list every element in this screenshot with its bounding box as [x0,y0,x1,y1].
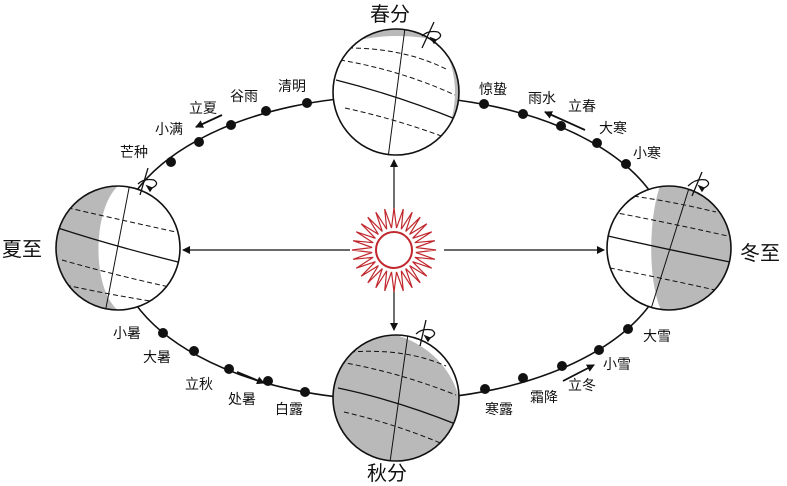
label-xiaoxue: 小雪 [603,357,631,373]
label-lixia: 立夏 [189,101,217,117]
label-yushui: 雨水 [528,91,556,107]
term-marker-xiaoxue [594,345,604,355]
term-marker-chushu [263,376,273,386]
earth-globe-winter-solstice [606,171,732,311]
label-summer-solstice: 夏至 [2,237,42,261]
term-marker-shuangjiang [518,373,528,383]
term-marker-jingzhe [479,99,489,109]
direction-arrow-icon [195,111,595,385]
label-guyu: 谷雨 [230,89,258,105]
solar-term-markers [158,98,633,397]
label-lidong: 立冬 [568,378,596,394]
term-marker-mangzhong [166,157,176,167]
label-qingming: 清明 [278,79,306,95]
term-marker-xiaoshu [158,328,168,338]
label-hanlu: 寒露 [485,401,513,418]
rotation-arrow-icon [137,167,158,196]
term-marker-lixia [226,120,236,130]
label-liqiu: 立秋 [185,377,213,393]
term-marker-lichun [556,121,566,131]
label-jingzhe: 惊蛰 [479,82,507,98]
label-winter-solstice: 冬至 [740,241,780,265]
label-xiaoman: 小满 [155,122,183,138]
term-marker-liqiu [224,364,234,374]
sun-icon [351,207,437,293]
label-autumn-equinox: 秋分 [367,461,407,485]
label-dahan: 大寒 [599,120,627,137]
label-dashu: 大暑 [143,350,171,366]
term-marker-dashu [189,346,199,356]
rotation-arrow-icon [415,319,436,347]
rotation-arrow-icon [421,21,442,49]
earth-globe-autumn-equinox [332,319,460,462]
term-marker-daxue [623,324,633,334]
label-lichun: 立春 [568,99,596,115]
term-marker-guyu [261,106,271,116]
label-daxue: 大雪 [643,329,671,345]
term-marker-hanlu [480,384,490,394]
term-marker-bailu [300,387,310,397]
label-mangzhong: 芒种 [120,145,148,161]
label-bailu: 白露 [275,402,303,418]
label-chushu: 处暑 [228,392,256,408]
term-marker-qingming [302,98,312,108]
term-marker-yushui [518,109,528,119]
term-marker-xiaohan [621,159,631,169]
term-marker-dahan [592,138,602,148]
rotation-arrow-icon [687,171,710,197]
earth-globe-spring-equinox [332,21,460,156]
label-shuangjiang: 霜降 [530,390,558,406]
term-marker-xiaoman [194,137,204,147]
label-xiaoshu: 小暑 [113,326,141,342]
term-marker-lidong [557,361,567,371]
earth-globe-summer-solstice [55,167,181,311]
label-xiaohan: 小寒 [633,145,661,162]
label-spring-equinox: 春分 [370,2,410,26]
